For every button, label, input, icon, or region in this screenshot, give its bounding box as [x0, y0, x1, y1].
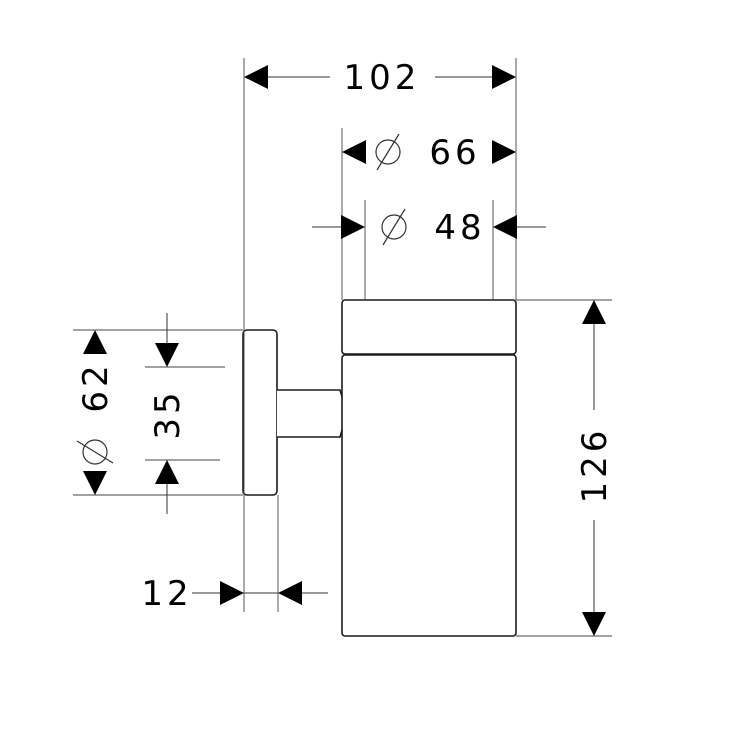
arrow-head: [244, 65, 268, 89]
arrow-head: [492, 65, 516, 89]
arrow-head: [83, 330, 107, 354]
arrow-head: [155, 460, 179, 484]
arrow-head: [155, 343, 179, 367]
dimension-inner-diameter: 48: [312, 208, 546, 248]
height-label: 126: [575, 427, 615, 504]
mount-spacing-label: 35: [148, 388, 188, 439]
dimension-outer-diameter: 66: [342, 133, 516, 173]
flange-thickness-label: 12: [141, 574, 192, 614]
dimension-flange-thickness: 12: [141, 574, 328, 614]
arrow-head: [342, 140, 366, 164]
tumbler-rim: [341, 299, 517, 355]
tumbler-body: [341, 354, 517, 637]
flange-diameter-label: 62: [76, 361, 116, 412]
extension-lines: [73, 58, 612, 637]
arrow-head: [582, 612, 606, 636]
arrow-head: [220, 581, 244, 605]
outer-diameter-label: 66: [429, 133, 480, 173]
diameter-symbol-icon: [381, 208, 407, 246]
diameter-symbol-icon: [375, 133, 401, 171]
dimension-height: 126: [575, 300, 615, 636]
product-outline: [242, 299, 517, 637]
inner-diameter-label: 48: [434, 208, 485, 248]
dimension-mount-spacing: 35: [148, 313, 188, 514]
arrow-head: [582, 300, 606, 324]
arrow-head: [493, 215, 517, 239]
holder-arm: [277, 389, 345, 438]
arrow-head: [278, 581, 302, 605]
diameter-symbol-icon: [76, 439, 114, 465]
arrow-head: [341, 215, 365, 239]
arrow-head: [83, 471, 107, 495]
arrow-head: [492, 140, 516, 164]
overall-width-label: 102: [344, 58, 421, 98]
dimension-overall-width: 102: [244, 58, 516, 98]
dimension-flange-diameter: 62: [76, 330, 116, 495]
wall-flange: [242, 329, 278, 496]
